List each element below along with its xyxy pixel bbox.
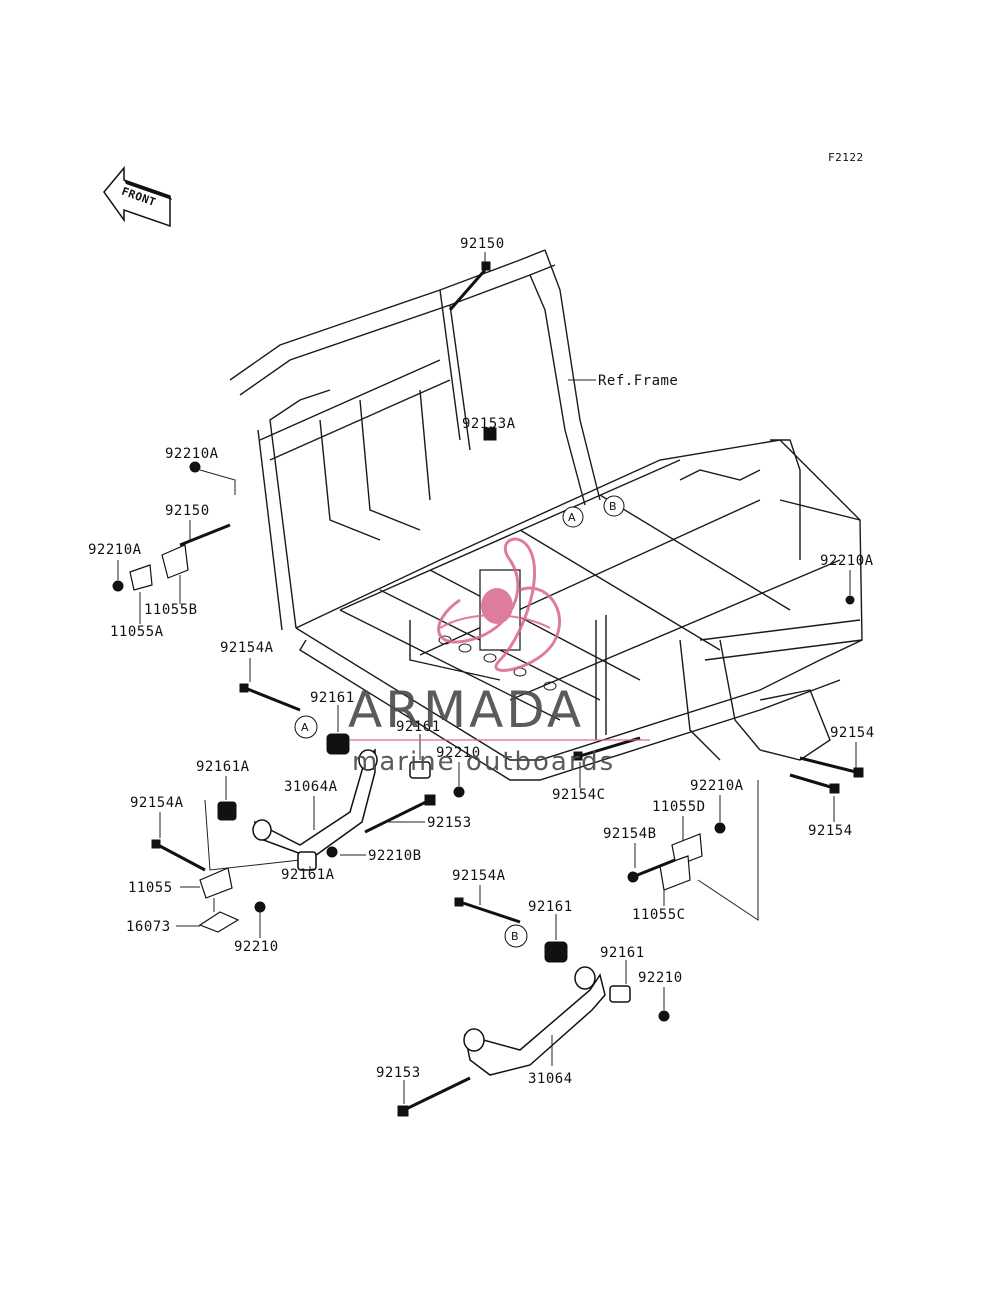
bracket-31064 [463,966,606,1076]
part-label-92154B: 92154B [603,826,657,842]
part-label-31064: 31064 [528,1071,573,1087]
svg-text:B: B [609,500,617,513]
part-label-92154A-1: 92154A [220,640,274,656]
part-label-92153A: 92153A [462,416,516,432]
part-label-92161A-2: 92161A [281,867,335,883]
svg-text:B: B [511,930,519,943]
front-arrow-icon: FRONT [103,165,172,228]
part-label-92150-top: 92150 [460,236,505,252]
part-label-11055: 11055 [128,880,173,896]
part-label-92210A-left2: 92210A [88,542,142,558]
part-label-92210-1: 92210 [436,745,481,761]
svg-text:A: A [568,511,576,524]
bracket-31064A [252,748,378,859]
part-label-31064A: 31064A [284,779,338,795]
part-label-11055D: 11055D [652,799,706,815]
part-label-92161-2: 92161 [396,719,441,735]
bolt-92154-right1 [799,756,864,778]
bushing-92161-2 [409,761,431,779]
watermark-brand: ARMADA [348,681,584,739]
bushing-92161-3 [544,941,568,963]
nut-92210-3 [658,1010,670,1022]
bushing-92161-4 [609,985,631,1003]
bolt-92154A-2 [151,839,206,872]
bolt-92150-left [179,523,231,547]
part-label-92210A-left1: 92210A [165,446,219,462]
bolt-92154-right2 [789,773,840,794]
nut-92210B [326,846,338,858]
bolt-92154A-3 [454,897,521,924]
plate-16073 [198,911,240,933]
part-label-11055C: 11055C [632,907,686,923]
part-label-92161-3: 92161 [528,899,573,915]
bolt-92153-1 [364,794,436,834]
part-label-92210B: 92210B [368,848,422,864]
part-label-92210A-mid: 92210A [690,778,744,794]
part-label-92154-right2: 92154 [808,823,853,839]
svg-text:A: A [301,721,309,734]
part-label-11055A: 11055A [110,624,164,640]
nut-92210A-left1 [189,461,201,473]
part-label-92161A-1: 92161A [196,759,250,775]
bolt-92154C [573,736,641,761]
bushing-92161A-2 [297,851,317,871]
figure-code: F2122 [828,151,864,164]
part-label-92154C: 92154C [552,787,606,803]
nut-92210A-right [845,595,855,605]
part-label-92154A-3: 92154A [452,868,506,884]
part-label-92161-1: 92161 [310,690,355,706]
part-label-92161-4: 92161 [600,945,645,961]
bushing-92161A-1 [217,801,237,821]
nut-92210A-mid [714,822,726,834]
nut-92210-2 [254,901,266,913]
marker-b-frame: B [603,495,625,517]
watermark-tagline: marine outboards [352,747,615,777]
marker-a-frame: A [562,506,584,528]
nut-92210-1 [453,786,465,798]
armada-flourish-icon [437,537,562,672]
marker-b-parts: B [504,924,528,948]
part-label-92153-2: 92153 [376,1065,421,1081]
bracket-11055D [671,833,703,867]
bracket-11055B [161,544,189,579]
bolt-92154B [627,858,676,883]
part-label-92210A-right: 92210A [820,553,874,569]
bolt-92153-2 [397,1076,471,1117]
bolt-92154A-1 [239,683,301,712]
part-label-16073: 16073 [126,919,171,935]
bracket-11055 [199,867,233,899]
part-label-92210-2: 92210 [234,939,279,955]
part-label-92210-3: 92210 [638,970,683,986]
bushing-92161-1 [326,733,350,755]
part-label-92150-left: 92150 [165,503,210,519]
part-label-11055B: 11055B [144,602,198,618]
marker-a-parts: A [294,715,318,739]
bracket-11055A [129,564,153,591]
part-label-92153-1: 92153 [427,815,472,831]
bolt-92150-top [448,261,491,311]
nut-92210A-left2 [112,580,124,592]
ref-frame-label: Ref.Frame [598,373,678,389]
part-label-92154A-2: 92154A [130,795,184,811]
part-label-92154-right1: 92154 [830,725,875,741]
